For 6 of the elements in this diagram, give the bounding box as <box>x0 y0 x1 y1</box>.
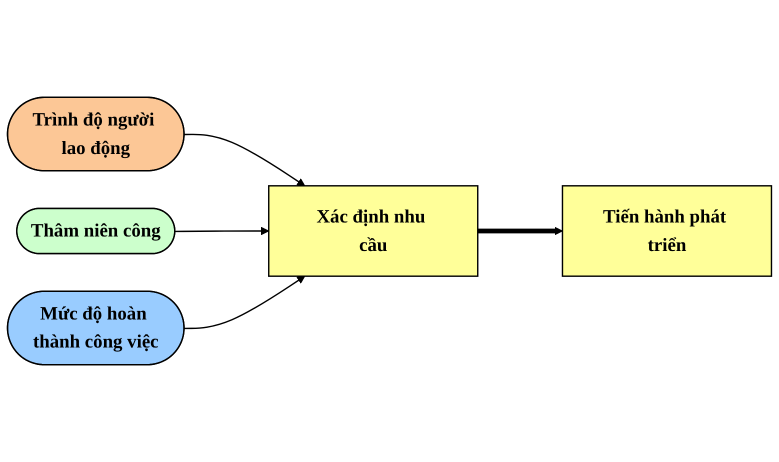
arrow <box>175 226 270 236</box>
arrow <box>184 134 306 186</box>
node-box: Xác định nhu cầu <box>268 185 478 277</box>
arrow <box>478 226 563 236</box>
node-box: Tiến hành phát triển <box>562 185 772 277</box>
arrow <box>184 276 306 330</box>
